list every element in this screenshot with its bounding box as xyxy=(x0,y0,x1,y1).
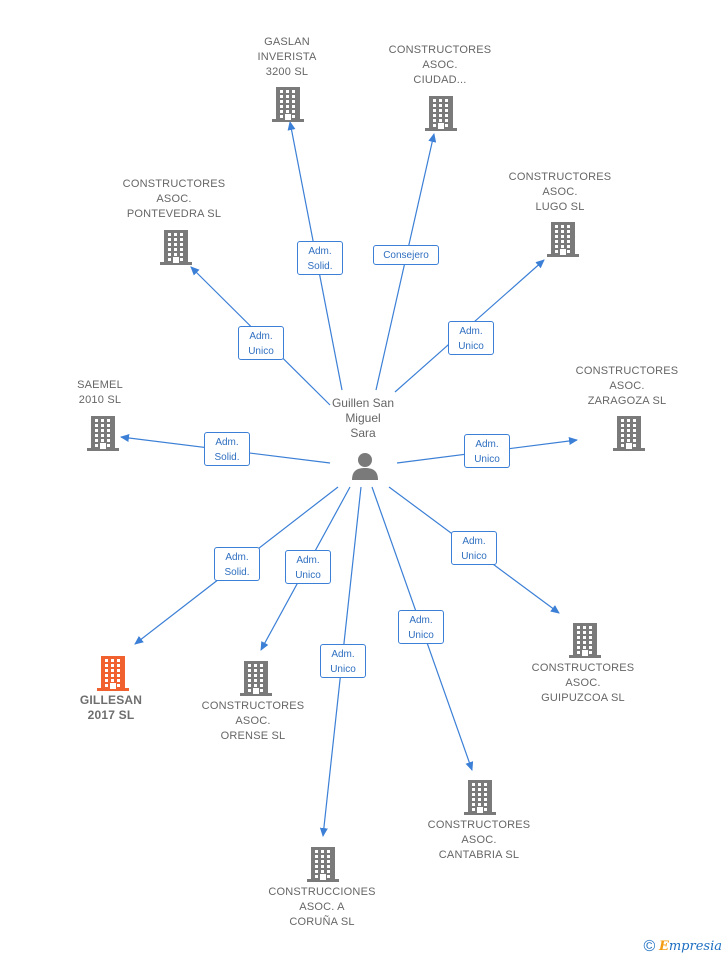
role-badge-coruna[interactable]: Adm. Unico xyxy=(320,644,366,678)
role-badge-guipuzcoa[interactable]: Adm. Unico xyxy=(451,531,497,565)
company-name-ciudad[interactable]: CONSTRUCTORES ASOC. CIUDAD... xyxy=(388,44,492,86)
company-name-pontevedra[interactable]: CONSTRUCTORES ASOC. PONTEVEDRA SL xyxy=(122,178,226,220)
building-icon[interactable] xyxy=(87,415,119,456)
copyright-icon: © xyxy=(643,938,656,955)
center-person-name: Guillen San Miguel Sara xyxy=(331,396,395,440)
brand-initial: E xyxy=(658,939,669,954)
building-icon[interactable] xyxy=(160,229,192,270)
role-badge-orense[interactable]: Adm. Unico xyxy=(285,550,331,584)
company-name-coruna[interactable]: CONSTRUCCIONES ASOC. A CORUÑA SL xyxy=(268,886,376,928)
building-icon[interactable] xyxy=(240,660,272,701)
role-badge-gillesan[interactable]: Adm. Solid. xyxy=(214,547,260,581)
role-badge-cantabria[interactable]: Adm. Unico xyxy=(398,610,444,644)
company-name-gaslan[interactable]: GASLAN INVERISTA 3200 SL xyxy=(257,36,317,78)
building-icon[interactable] xyxy=(97,655,129,696)
role-badge-pontevedra[interactable]: Adm. Unico xyxy=(238,326,284,360)
company-name-lugo[interactable]: CONSTRUCTORES ASOC. LUGO SL xyxy=(508,171,612,213)
role-badge-lugo[interactable]: Adm. Unico xyxy=(448,321,494,355)
role-badge-zaragoza[interactable]: Adm. Unico xyxy=(464,434,510,468)
building-icon[interactable] xyxy=(569,622,601,663)
brand-name: mpresia xyxy=(668,939,722,954)
person-icon xyxy=(352,453,378,480)
building-icon[interactable] xyxy=(307,846,339,887)
building-icon[interactable] xyxy=(613,415,645,456)
building-icon[interactable] xyxy=(425,95,457,136)
role-badge-gaslan[interactable]: Adm. Solid. xyxy=(297,241,343,275)
building-icon[interactable] xyxy=(272,86,304,127)
company-name-saemel[interactable]: SAEMEL 2010 SL xyxy=(77,379,123,406)
role-badge-ciudad[interactable]: Consejero xyxy=(373,245,439,265)
role-badge-saemel[interactable]: Adm. Solid. xyxy=(204,432,250,466)
empresia-brand: © Empresia xyxy=(644,938,722,956)
building-icon[interactable] xyxy=(464,779,496,820)
company-name-cantabria[interactable]: CONSTRUCTORES ASOC. CANTABRIA SL xyxy=(427,819,531,861)
company-name-orense[interactable]: CONSTRUCTORES ASOC. ORENSE SL xyxy=(201,700,305,742)
building-icon[interactable] xyxy=(547,221,579,262)
company-name-guipuzcoa[interactable]: CONSTRUCTORES ASOC. GUIPUZCOA SL xyxy=(531,662,635,704)
company-name-gillesan[interactable]: GILLESAN 2017 SL xyxy=(79,693,143,722)
company-name-zaragoza[interactable]: CONSTRUCTORES ASOC. ZARAGOZA SL xyxy=(575,365,679,407)
